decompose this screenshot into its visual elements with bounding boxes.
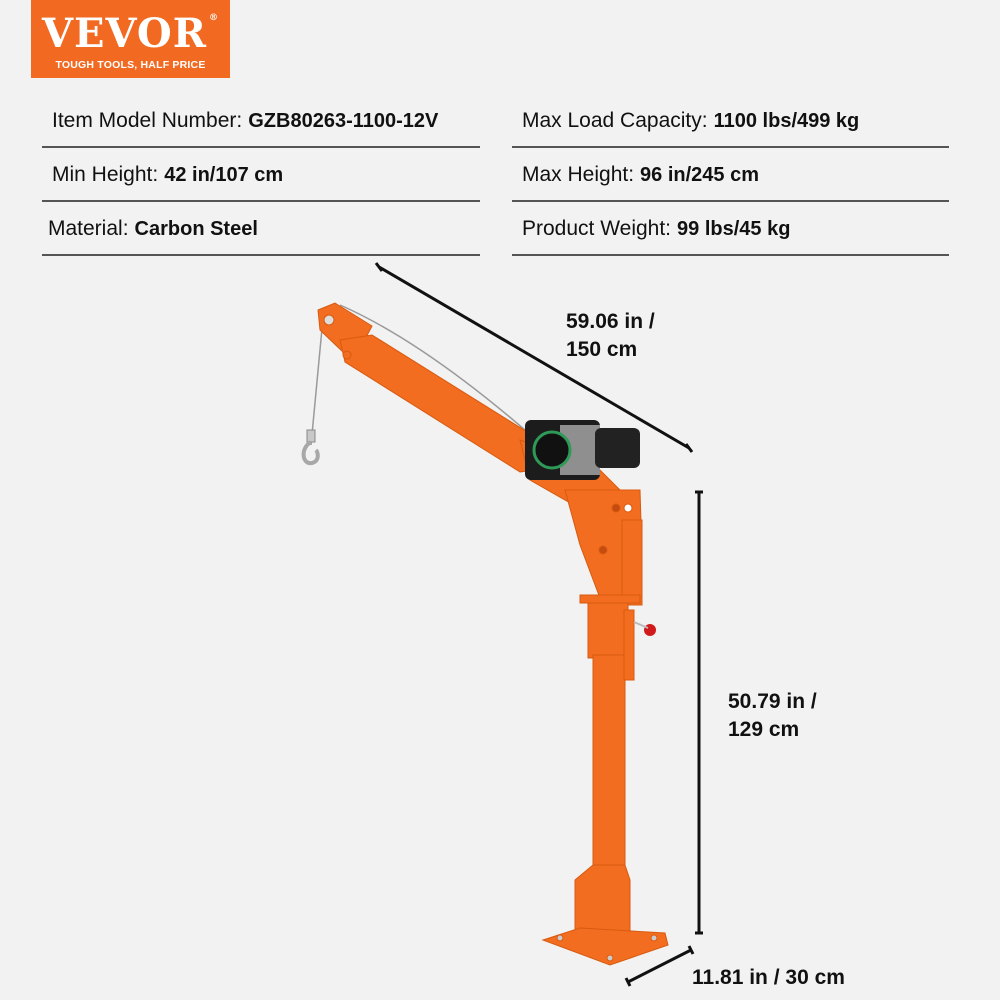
spec-row-max-height: Max Height: 96 in/245 cm xyxy=(512,150,949,202)
spec-row-model-number: Item Model Number: GZB80263-1100-12V xyxy=(42,96,480,148)
spec-row-min-height: Min Height: 42 in/107 cm xyxy=(42,150,480,202)
base-width-label: 11.81 in / 30 cm xyxy=(692,966,845,989)
base-plate xyxy=(541,864,669,966)
spec-value: 99 lbs/45 kg xyxy=(677,217,791,240)
spec-value: 1100 lbs/499 kg xyxy=(713,109,860,132)
mast-post xyxy=(579,594,656,906)
spec-label: Item Model Number: xyxy=(52,109,243,132)
boom-length-label: 59.06 in / 150 cm xyxy=(566,310,655,361)
spec-label: Min Height: xyxy=(52,163,159,186)
mast-head xyxy=(564,489,643,606)
mast-dimension-line xyxy=(695,490,703,935)
winch-motor xyxy=(525,420,640,480)
spec-row-product-weight: Product Weight: 99 lbs/45 kg xyxy=(512,204,949,256)
spec-table-right: Max Load Capacity: 1100 lbs/499 kg Max H… xyxy=(512,96,949,258)
spec-value: Carbon Steel xyxy=(134,217,258,240)
vevor-logo: VEVOR® TOUGH TOOLS, HALF PRICE xyxy=(31,0,230,78)
spec-table-left: Item Model Number: GZB80263-1100-12V Min… xyxy=(42,96,480,258)
logo-tagline: TOUGH TOOLS, HALF PRICE xyxy=(55,59,206,71)
logo-brand: VEVOR® xyxy=(42,10,219,57)
spec-row-max-load: Max Load Capacity: 1100 lbs/499 kg xyxy=(512,96,949,148)
spec-label: Material: xyxy=(48,217,129,240)
spec-label: Product Weight: xyxy=(522,217,672,240)
hook-icon xyxy=(301,429,320,466)
winch-cable xyxy=(310,304,526,446)
mast-height-label: 50.79 in / 129 cm xyxy=(728,690,817,741)
spec-value: GZB80263-1100-12V xyxy=(248,109,439,132)
base-dimension-line xyxy=(624,945,695,987)
spec-value: 96 in/245 cm xyxy=(640,163,760,186)
spec-label: Max Load Capacity: xyxy=(522,109,708,132)
boom-dimension-line xyxy=(374,262,694,453)
spec-label: Max Height: xyxy=(522,163,635,186)
spec-row-material: Material: Carbon Steel xyxy=(42,204,480,256)
spec-value: 42 in/107 cm xyxy=(164,163,284,186)
